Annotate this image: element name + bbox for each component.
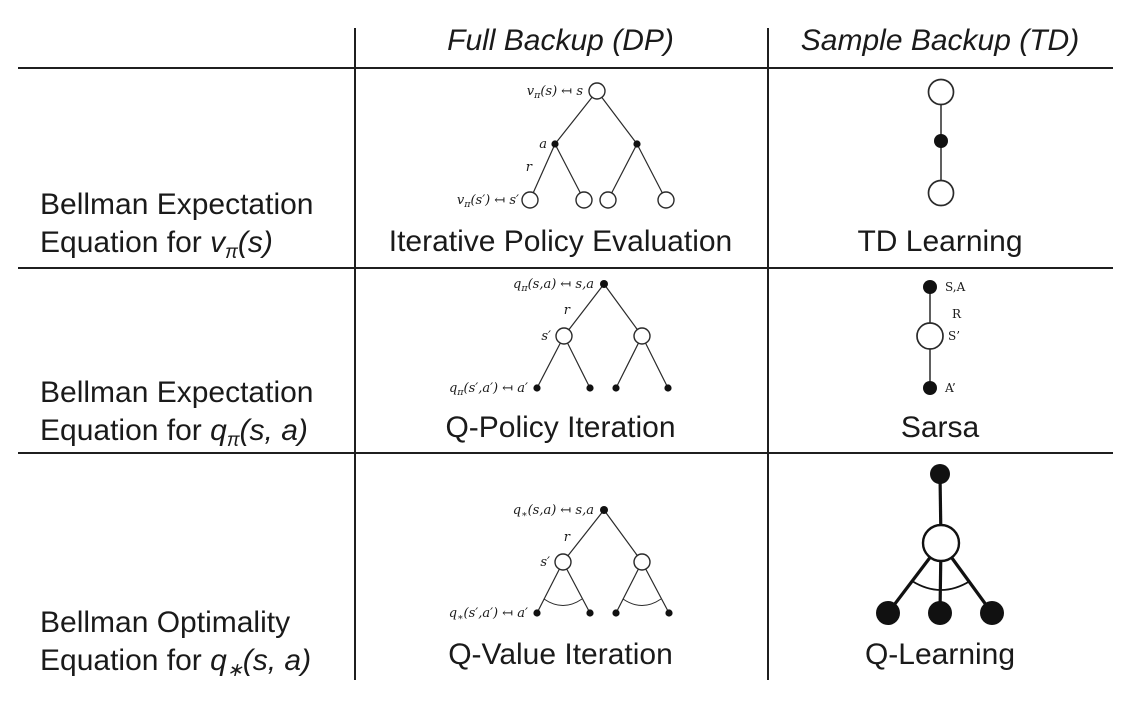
row-separator-1: [18, 267, 1113, 269]
row-label-line2: Equation for qπ(s, a): [40, 412, 314, 450]
root-node-label: qπ(s,a) ↤ s,a: [513, 277, 594, 294]
next-state-node-left: [555, 327, 573, 345]
backup-diagram-q-learning: [876, 464, 1004, 625]
label-prefix: Equation for: [40, 644, 211, 677]
root-node-label: vπ(s) ↤ s: [527, 84, 584, 101]
math-subscript: π: [225, 242, 238, 263]
backup-diagram-v-full: vπ(s) ↤ s a r vπ(s′) ↤ s′: [457, 82, 675, 210]
next-action-node-2: [928, 601, 952, 625]
row-label-line1: Bellman Expectation: [40, 188, 314, 221]
label-prefix: Equation for: [40, 226, 211, 259]
caption-q-policy-iteration: Q-Policy Iteration: [445, 411, 676, 444]
next-state-node-3: [599, 191, 617, 209]
caption-sarsa: Sarsa: [900, 411, 980, 444]
reward-label: r: [564, 530, 571, 545]
header-underline: [18, 67, 1113, 69]
action-node-right: [633, 140, 641, 148]
next-action-node-3: [612, 384, 620, 392]
max-arc-right: [622, 598, 662, 606]
max-arc: [911, 580, 971, 591]
reward-label: r: [526, 160, 533, 175]
column-header-sample-backup-td: Sample Backup (TD): [800, 24, 1080, 57]
next-action-node-1: [876, 601, 900, 625]
state-label: s′: [540, 555, 550, 570]
next-state-node-right: [633, 553, 651, 571]
column-header-full-backup-dp: Full Backup (DP): [447, 24, 674, 57]
row-label-line2: Equation for q∗(s, a): [40, 642, 311, 680]
next-action-node-1: [533, 609, 541, 617]
row-label-bellman-expectation-q: Bellman Expectation Equation for qπ(s, a…: [40, 374, 314, 450]
math-args: (s, a): [242, 644, 312, 677]
math-var: q: [210, 644, 227, 677]
action-node-left: [551, 140, 559, 148]
math-subscript: ∗: [226, 660, 243, 681]
action-label: a: [539, 137, 547, 152]
caption-iterative-policy-evaluation: Iterative Policy Evaluation: [388, 225, 733, 258]
action-node: [934, 134, 948, 148]
max-arc-left: [543, 598, 583, 606]
backup-diagram-td-learning: [927, 78, 955, 207]
state-label: s′: [541, 329, 551, 344]
backup-diagram-sarsa: S,A R S’ A’: [916, 280, 966, 395]
next-state-node: [927, 179, 955, 207]
row-label-bellman-optimality-q: Bellman Optimality Equation for q∗(s, a): [40, 604, 311, 680]
math-args: (s, a): [239, 414, 308, 447]
state-node-top: [927, 78, 955, 106]
leaf-node-label: q∗(s′,a′) ↤ a′: [449, 606, 528, 623]
root-node-label: q∗(s,a) ↤ s,a: [513, 503, 594, 520]
backup-diagram-q-star-full: q∗(s,a) ↤ s,a r s′ q∗(s′,a′) ↤ a′: [449, 503, 673, 623]
tree-edges: [529, 90, 667, 201]
next-action-node-2: [586, 609, 594, 617]
column-separator-1: [354, 28, 356, 680]
backup-diagram-q-full: qπ(s,a) ↤ s,a r s′ qπ(s′,a′) ↤ a′: [449, 277, 672, 398]
state-action-label: S,A: [945, 280, 966, 294]
row-label-bellman-expectation-v: Bellman Expectation Equation for vπ(s): [40, 186, 314, 262]
next-state-node-right: [633, 327, 651, 345]
math-subscript: π: [226, 430, 240, 451]
next-state-node: [916, 322, 944, 350]
math-var: q: [210, 414, 227, 447]
next-action-label: A’: [944, 381, 956, 395]
next-action-node-3: [612, 609, 620, 617]
state-action-node-root: [600, 506, 608, 514]
leaf-node-label: qπ(s′,a′) ↤ a′: [449, 381, 528, 398]
tree-edges: [536, 509, 670, 614]
reward-label: R: [952, 307, 962, 321]
next-action-node-4: [664, 384, 672, 392]
next-action-node-3: [980, 601, 1004, 625]
next-state-node-left: [554, 553, 572, 571]
next-state-node-1: [521, 191, 539, 209]
row-label-line1: Bellman Optimality: [40, 606, 291, 639]
caption-q-learning: Q-Learning: [864, 638, 1016, 671]
label-prefix: Equation for: [40, 414, 211, 447]
next-state-node: [921, 523, 961, 563]
next-action-node-4: [665, 609, 673, 617]
state-action-node: [923, 280, 937, 294]
row-label-line1: Bellman Expectation: [40, 376, 314, 409]
caption-q-value-iteration: Q-Value Iteration: [448, 638, 673, 671]
next-action-node: [923, 381, 937, 395]
reward-label: r: [564, 303, 571, 318]
next-action-node-1: [533, 384, 541, 392]
leaf-node-label: vπ(s′) ↤ s′: [457, 193, 519, 210]
column-separator-2: [767, 28, 769, 680]
caption-td-learning: TD Learning: [857, 225, 1023, 258]
tree-edges: [536, 283, 669, 389]
math-args: (s): [237, 226, 273, 259]
math-var: v: [210, 226, 226, 259]
next-state-node-4: [657, 191, 675, 209]
next-state-node-2: [575, 191, 593, 209]
next-action-node-2: [586, 384, 594, 392]
state-node-root: [588, 82, 606, 100]
row-label-line2: Equation for vπ(s): [40, 224, 314, 262]
state-action-node-root: [600, 280, 608, 288]
next-state-label: S’: [948, 329, 960, 343]
state-action-node: [930, 464, 950, 484]
row-separator-2: [18, 452, 1113, 454]
